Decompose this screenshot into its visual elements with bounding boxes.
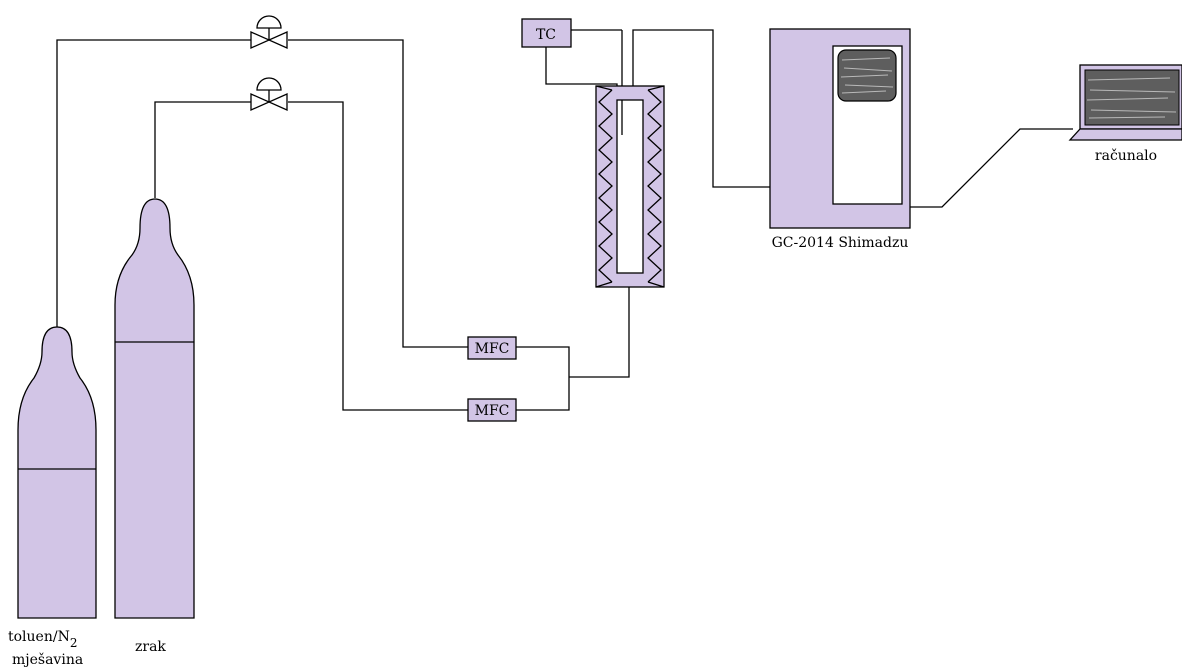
pipe-merge-to-reactor	[569, 287, 630, 378]
mfc-top[interactable]: MFC	[467, 336, 517, 360]
pipe-toluene-line	[56, 39, 251, 328]
computer-label: računalo	[1095, 148, 1157, 164]
pipe-air-line	[154, 101, 251, 198]
pipe-bottom-valve-to-mfc	[288, 101, 468, 411]
cylinder-toluene-n2	[17, 326, 97, 619]
reactor-heater-icon	[595, 85, 665, 288]
pipe-top-valve-to-mfc	[288, 39, 468, 348]
thermocouple-label: TC	[536, 27, 556, 43]
mfc-top-label: MFC	[475, 341, 510, 357]
pipe-mfc-top-out	[516, 346, 570, 411]
cylinder-air-label: zrak	[135, 639, 166, 655]
gas-chromatograph[interactable]	[769, 28, 911, 229]
valve-icon[interactable]	[250, 77, 288, 112]
mfc-bottom-label: MFC	[475, 403, 510, 419]
cylinder-air	[114, 198, 195, 619]
cylinder-toluene-label: toluen/N2	[8, 629, 77, 650]
cable-gc-to-computer	[910, 128, 1073, 208]
gc-label: GC-2014 Shimadzu	[772, 235, 909, 251]
pipe-reactor-to-gc	[632, 29, 770, 188]
laptop-icon[interactable]	[1068, 64, 1182, 141]
mfc-bottom[interactable]: MFC	[467, 398, 517, 422]
cylinder-toluene-label-line2: mješavina	[12, 651, 83, 668]
piping	[56, 29, 1073, 411]
thermocouple-box[interactable]: TC	[521, 18, 572, 48]
valve-icon[interactable]	[250, 15, 288, 50]
